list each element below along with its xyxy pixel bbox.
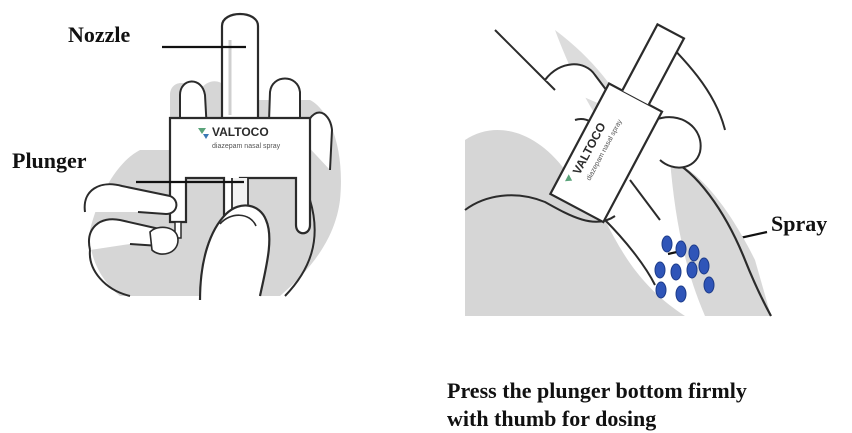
caption-line-2: with thumb for dosing bbox=[447, 405, 747, 433]
spray-droplet bbox=[656, 282, 666, 298]
spray-droplet bbox=[689, 245, 699, 261]
spray-droplet bbox=[676, 241, 686, 257]
caption-line-1: Press the plunger bottom firmly bbox=[447, 377, 747, 405]
spray-droplet bbox=[687, 262, 697, 278]
spray-droplet bbox=[662, 236, 672, 252]
spray-droplet bbox=[671, 264, 681, 280]
spray-label: Spray bbox=[771, 213, 827, 235]
dosing-instruction-caption: Press the plunger bottom firmly with thu… bbox=[447, 377, 747, 433]
spray-droplet bbox=[699, 258, 709, 274]
spray-droplet bbox=[676, 286, 686, 302]
spray-droplet bbox=[655, 262, 665, 278]
spray-droplet bbox=[704, 277, 714, 293]
